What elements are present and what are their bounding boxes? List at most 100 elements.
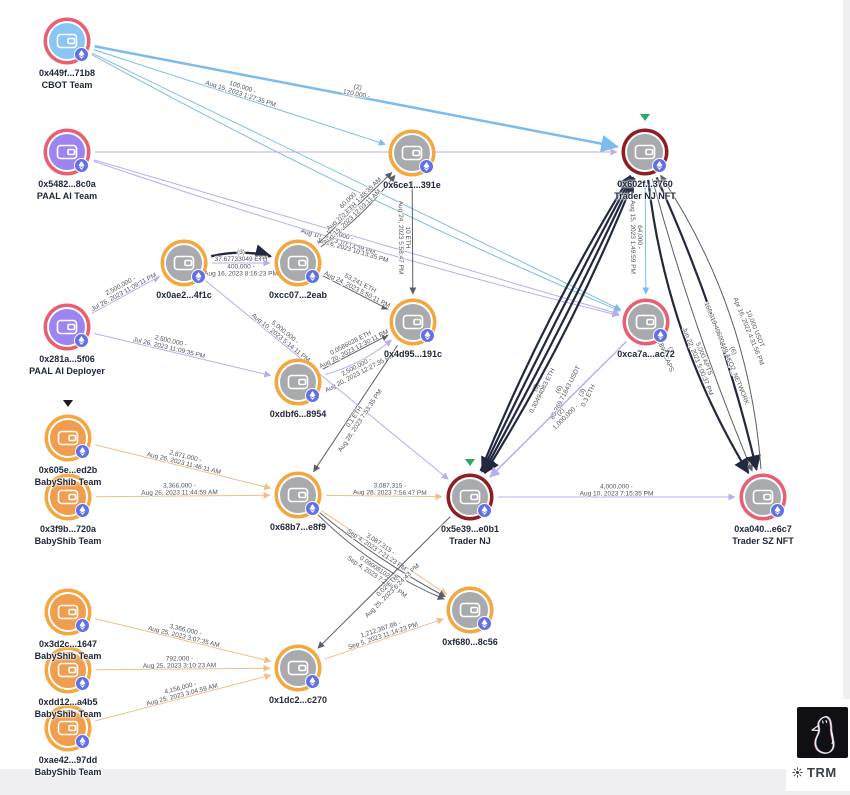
- trm-logo-text: TRM: [807, 765, 837, 780]
- edge-xdd12-x1dc2[interactable]: [95, 664, 271, 672]
- node-label: 0x4d95...191c: [383, 349, 443, 359]
- edge-tradernj-x1dc2[interactable]: [317, 516, 451, 649]
- wallet-node-x1dc2[interactable]: [278, 648, 320, 689]
- edge-xcc07-x6ce1[interactable]: [320, 174, 396, 248]
- edge-cbot-xca7a[interactable]: [91, 54, 621, 312]
- wallet-icon: [635, 313, 657, 331]
- edge-x68b7-xf680[interactable]: [317, 514, 445, 600]
- eth-badge-icon: [652, 158, 667, 173]
- eth-badge-icon: [477, 503, 492, 518]
- edge-paalteam-xca7a[interactable]: [93, 159, 620, 316]
- wallet-node-xdbf6[interactable]: [278, 362, 320, 403]
- edge-x0ae2-xcc07[interactable]: [210, 244, 272, 261]
- eth-badge-icon: [74, 47, 89, 62]
- wallet-node-sznft[interactable]: [743, 477, 785, 518]
- wallet-node-xca7a[interactable]: [626, 302, 668, 343]
- eth-badge-icon: [305, 388, 320, 403]
- wallet-node-x605e[interactable]: [48, 418, 90, 459]
- eth-badge-icon: [74, 333, 89, 348]
- eth-badge-icon: [191, 269, 206, 284]
- edge-xdbf6-x4d95[interactable]: [324, 339, 392, 376]
- edge-cbot-njnft[interactable]: [94, 45, 619, 153]
- edge-x0ae2-tradernj[interactable]: [205, 280, 449, 480]
- edge-x6ce1-x4d95[interactable]: [409, 180, 417, 295]
- wallet-icon: [57, 429, 79, 447]
- wallet-icon: [173, 254, 195, 272]
- wallet-node-x0ae2[interactable]: [164, 243, 206, 284]
- wallet-node-paalteam[interactable]: [47, 132, 89, 173]
- edge-xdbf6-x4d95[interactable]: [322, 334, 389, 370]
- edge-tradernj-njnft[interactable]: [481, 176, 633, 473]
- edge-tradernj-njnft[interactable]: [479, 174, 632, 472]
- edge-njnft-xca7a[interactable]: [642, 179, 650, 295]
- wallet-node-xcc07[interactable]: [278, 243, 320, 284]
- wallet-icon: [401, 144, 423, 162]
- wallet-node-tradernj[interactable]: [450, 477, 492, 518]
- edge-deployer-x0ae2[interactable]: [91, 275, 160, 315]
- eth-badge-icon: [75, 676, 90, 691]
- edge-label: (2)120,000 -: [342, 82, 372, 101]
- wallet-node-deployer[interactable]: [47, 307, 89, 348]
- edge-label: 400,000 -Aug 16, 2023 8:16:23 PM: [204, 264, 278, 278]
- edge-paalteam-xca7a[interactable]: [93, 160, 620, 318]
- wallet-node-xae42[interactable]: [48, 708, 90, 749]
- wallet-node-xdd12[interactable]: [48, 650, 90, 691]
- wallet-icon: [634, 143, 656, 161]
- wallet-node-x68b7[interactable]: [278, 475, 320, 516]
- edge-cbot-x6ce1[interactable]: [93, 49, 386, 146]
- edge-label: 3,366,000 -Aug 25, 2023 3:07:35 AM: [147, 618, 222, 649]
- eth-badge-icon: [75, 618, 90, 633]
- wallet-node-x4d95[interactable]: [393, 302, 435, 343]
- eth-badge-icon: [75, 444, 90, 459]
- edge-label: 10 ETHAug 24, 2023 5:58:47 PM: [397, 201, 411, 275]
- edge-label: 60,000 -Aug 15, 2023 1:48:35 AM: [321, 171, 384, 232]
- edge-label: 53,241 ETHAug 24, 2023 5:50:11 PM: [323, 264, 395, 310]
- wallet-node-njnft[interactable]: [625, 132, 667, 173]
- edge-label: 64,000 -Aug 15, 2023 1:49:59 PM: [629, 200, 643, 274]
- edge-x68b7-xf680[interactable]: [320, 510, 448, 595]
- wallet-node-cbot[interactable]: [47, 21, 89, 62]
- edge-x3d2c-x1dc2[interactable]: [95, 618, 272, 664]
- nft-thumbnail[interactable]: [797, 707, 848, 758]
- edge-label: 4,156,000 -Aug 25, 2023 3:04:59 AM: [144, 676, 219, 708]
- edge-xcc07-x6ce1[interactable]: [317, 172, 393, 244]
- wallet-node-x3d2c[interactable]: [48, 592, 90, 633]
- edge-cbot-xca7a[interactable]: [91, 52, 622, 311]
- node-selection-marker: [63, 400, 73, 407]
- edge-njnft-sznft[interactable]: [647, 179, 750, 475]
- edge-deployer-xdbf6[interactable]: [94, 332, 272, 378]
- node-label: 0x68b7...e8f9: [269, 522, 327, 532]
- wallet-node-x3f9b[interactable]: [48, 477, 90, 518]
- edge-xca7a-tradernj[interactable]: [489, 341, 627, 478]
- edge-tradernj-njnft[interactable]: [482, 176, 635, 473]
- edge-x605e-x68b7[interactable]: [95, 444, 272, 491]
- wallet-icon: [459, 488, 481, 506]
- edge-njnft-sznft[interactable]: [655, 177, 761, 471]
- eth-badge-icon: [75, 503, 90, 518]
- node-label: 0x6ce1...391e: [383, 180, 441, 190]
- edge-x1dc2-xf680[interactable]: [324, 617, 444, 660]
- edge-label: 3,366,000 -Aug 26, 2023 11:44:59 AM: [141, 482, 218, 497]
- edge-x68b7-tradernj[interactable]: [325, 493, 443, 501]
- wallet-icon: [287, 373, 309, 391]
- eth-badge-icon: [305, 674, 320, 689]
- edge-label: 2,500,000 -Jul 26, 2023 11:09:11 PM: [87, 266, 158, 313]
- eth-badge-icon: [420, 328, 435, 343]
- edge-tradernj-njnft[interactable]: [483, 177, 636, 475]
- edge-x4d95-x68b7[interactable]: [313, 345, 398, 473]
- edge-x68b7-xf680[interactable]: [319, 512, 446, 598]
- edge-xae42-x1dc2[interactable]: [94, 673, 272, 722]
- edge-x3f9b-x68b7[interactable]: [95, 491, 271, 499]
- node-label: 0x1dc2...c270: [268, 695, 328, 705]
- edge-njnft-sznft[interactable]: [651, 178, 753, 472]
- eth-badge-icon: [653, 328, 668, 343]
- edge-njnft-sznft[interactable]: [660, 174, 762, 470]
- wallet-node-x6ce1[interactable]: [392, 133, 434, 174]
- edge-xcc07-x4d95[interactable]: [322, 275, 389, 310]
- wallet-node-xf680[interactable]: [450, 590, 492, 631]
